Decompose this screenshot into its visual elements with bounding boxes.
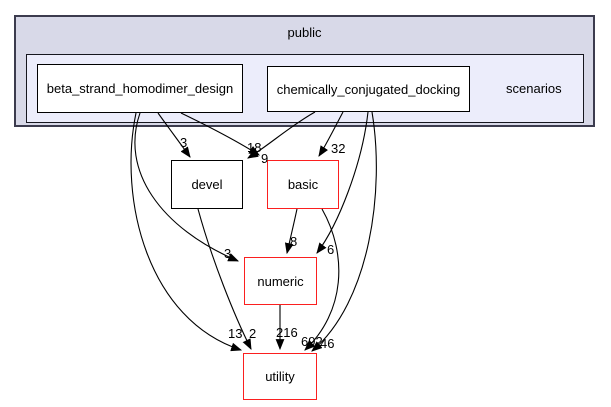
edge-chem-utility [311,111,377,352]
node-devel[interactable]: devel [171,160,243,209]
node-utility[interactable]: utility [243,353,317,400]
node-label: numeric [257,273,304,289]
node-label: beta_strand_homodimer_design [46,81,234,96]
node-numeric[interactable]: numeric [244,257,317,305]
edge-label-beta-utility: 13 [228,326,242,341]
edge-label-basic-numeric: 8 [290,234,297,249]
edge-label-chem-numeric: 6 [327,242,334,257]
node-chemically-conjugated-docking[interactable]: chemically_conjugated_docking [267,66,470,112]
edge-label-beta-numeric: 3 [224,246,231,261]
node-basic[interactable]: basic [267,160,339,209]
edge-beta-utility [130,112,243,352]
node-label: devel [191,177,223,192]
edge-label-chem-utility: 46 [320,336,334,351]
edge-label-devel-utility: 2 [249,326,256,341]
node-beta-strand-homodimer-design[interactable]: beta_strand_homodimer_design [37,64,243,113]
edge-label-basic-utility: 692 [301,334,323,349]
edge-basic-numeric [284,208,298,255]
node-label: chemically_conjugated_docking [276,81,461,97]
node-label: basic [287,177,319,192]
node-label: utility [265,369,295,384]
cluster-public-label: public [287,25,322,40]
edge-label-beta-devel: 3 [180,135,187,150]
edge-label-chem-basic: 32 [331,141,345,156]
edge-label-beta-basic: 18 [247,140,261,155]
cluster-scenarios-label: scenarios [506,81,562,96]
edge-label-numeric-utility: 216 [276,325,298,340]
